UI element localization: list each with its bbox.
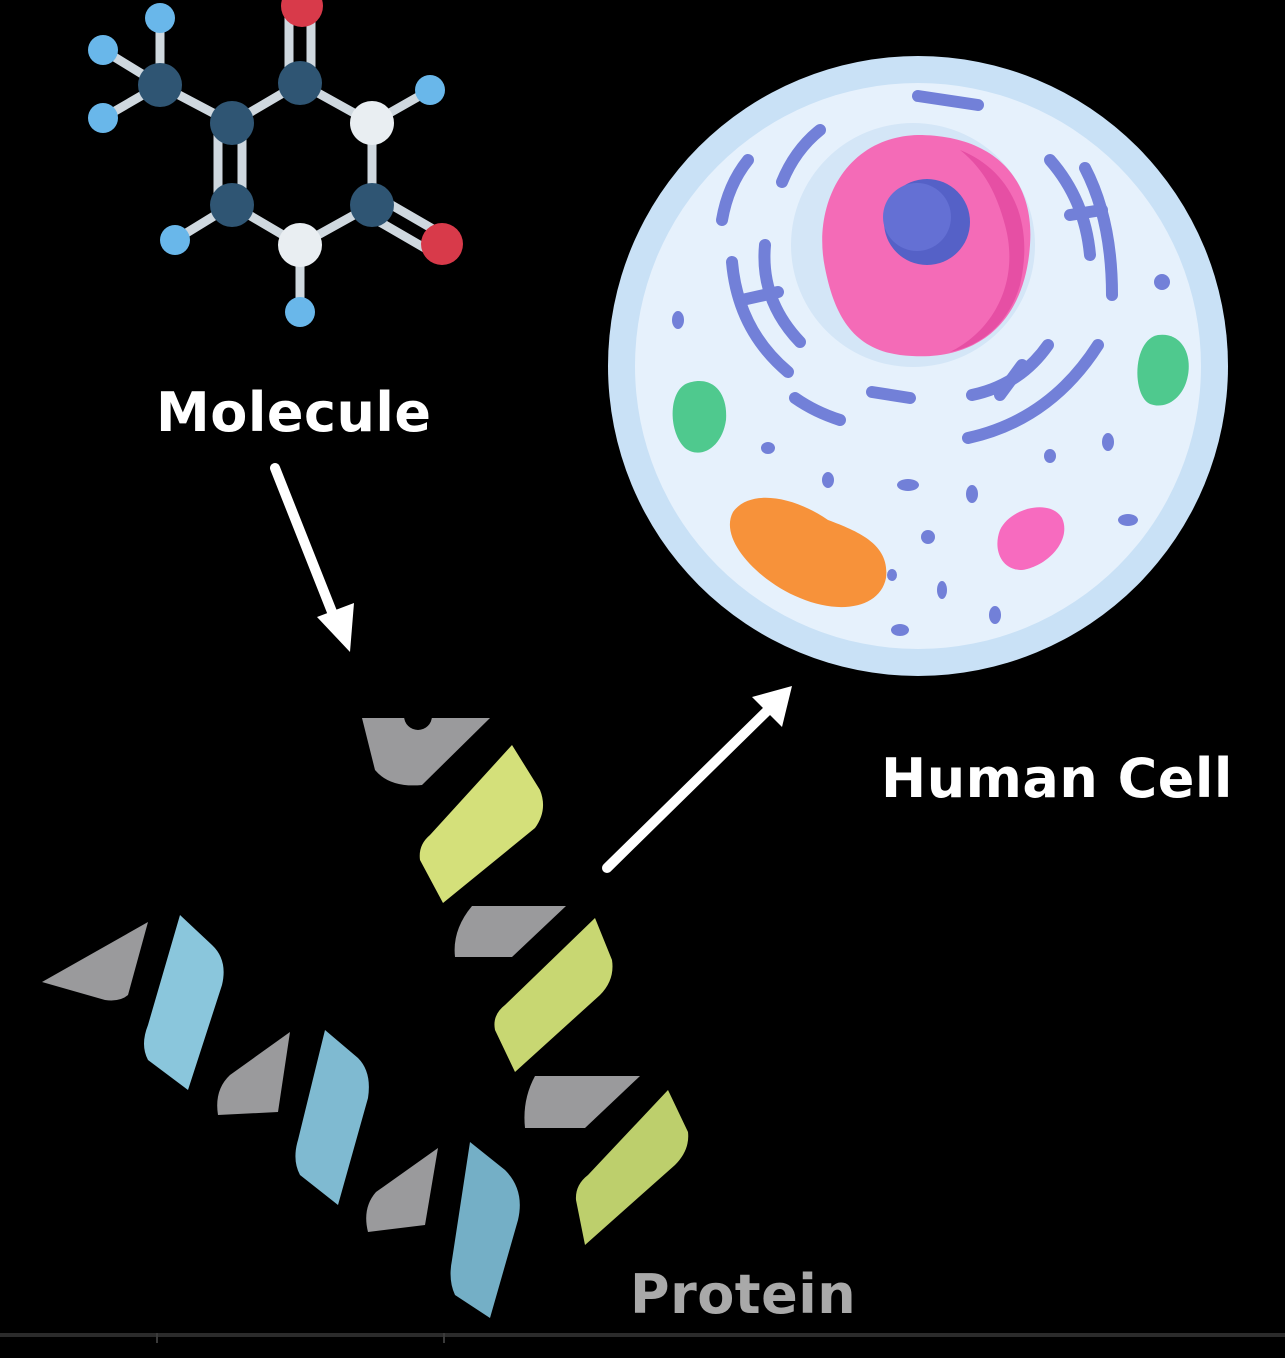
molecule-label: Molecule xyxy=(156,381,432,444)
human-cell-icon xyxy=(608,56,1228,676)
protein-label: Protein xyxy=(630,1263,857,1326)
arrow-protein-to-cell xyxy=(602,686,792,873)
human-cell-label: Human Cell xyxy=(881,747,1233,810)
divider-tick xyxy=(443,1333,445,1343)
bottom-divider xyxy=(0,1333,1285,1343)
protein-helix-icon xyxy=(42,702,689,1318)
divider-tick xyxy=(156,1333,158,1343)
molecule-icon xyxy=(88,0,463,327)
arrow-molecule-to-protein xyxy=(270,463,354,652)
